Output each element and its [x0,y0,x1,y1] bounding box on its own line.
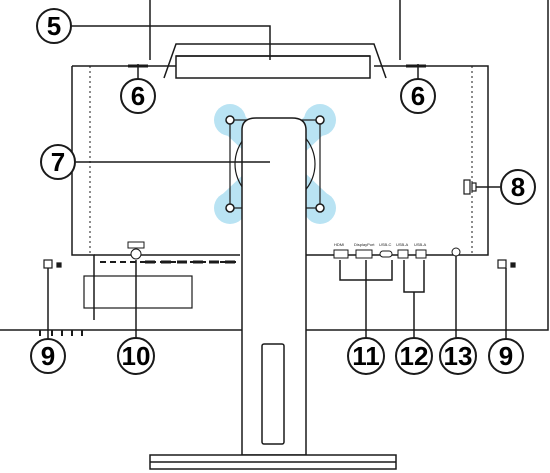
callout-5-label: 5 [47,11,61,41]
callout-8: 8 [500,169,536,205]
callout-8-label: 8 [511,172,525,202]
hdmi-label: HDMI [334,242,344,247]
callout-7: 7 [40,144,76,180]
callout-10: 10 [117,337,155,375]
carry-handle [163,43,387,79]
callout-7-label: 7 [51,147,65,177]
usb-c-label: USB-C [379,242,392,247]
screw-hole-icon [225,203,235,213]
callout-12: 12 [395,337,433,375]
callout-9-right-label: 9 [499,341,513,371]
callout-6-left-label: 6 [131,81,145,111]
port-panel: HDMI DisplayPort USB-C USB-A USB-A [333,242,461,259]
monitor-stand [149,117,397,470]
bottom-vents [39,260,240,336]
screw-hole-icon [315,203,325,213]
lower-left-block [83,275,193,309]
kensington-locks [43,259,516,269]
usb-a-port-1 [397,249,409,259]
hdmi-port [333,249,349,259]
callout-12-label: 12 [400,341,429,371]
callout-10-label: 10 [122,341,151,371]
callout-11-label: 11 [352,341,380,371]
callout-6-right: 6 [400,78,436,114]
callout-6-left: 6 [120,78,156,114]
lock-icon [56,262,62,268]
lock-icon [510,262,516,268]
power-socket-icon [130,248,142,260]
vesa-screw-holes [225,115,325,213]
callout-9-left-label: 9 [41,341,55,371]
lock-slot-icon [43,259,53,269]
callout-5: 5 [36,8,72,44]
displayport-label: DisplayPort [354,242,375,247]
usb-a-port-2 [415,249,427,259]
callout-9-right: 9 [488,338,524,374]
usb-a-label-1: USB-A [396,242,409,247]
callout-13-label: 13 [444,341,473,371]
screw-hole-icon [225,115,235,125]
monitor-outer-shell [0,0,549,331]
power-input [127,241,145,260]
audio-jack-icon [451,247,461,257]
callout-13: 13 [439,337,477,375]
usb-c-port [379,250,393,258]
callout-11: 11 [347,337,385,375]
screw-hole-icon [315,115,325,125]
usb-a-label-2: USB-A [414,242,427,247]
side-controls [463,179,477,195]
displayport-port [355,249,373,259]
lock-slot-icon [497,259,507,269]
callout-6-right-label: 6 [411,81,425,111]
callout-9-left: 9 [30,338,66,374]
